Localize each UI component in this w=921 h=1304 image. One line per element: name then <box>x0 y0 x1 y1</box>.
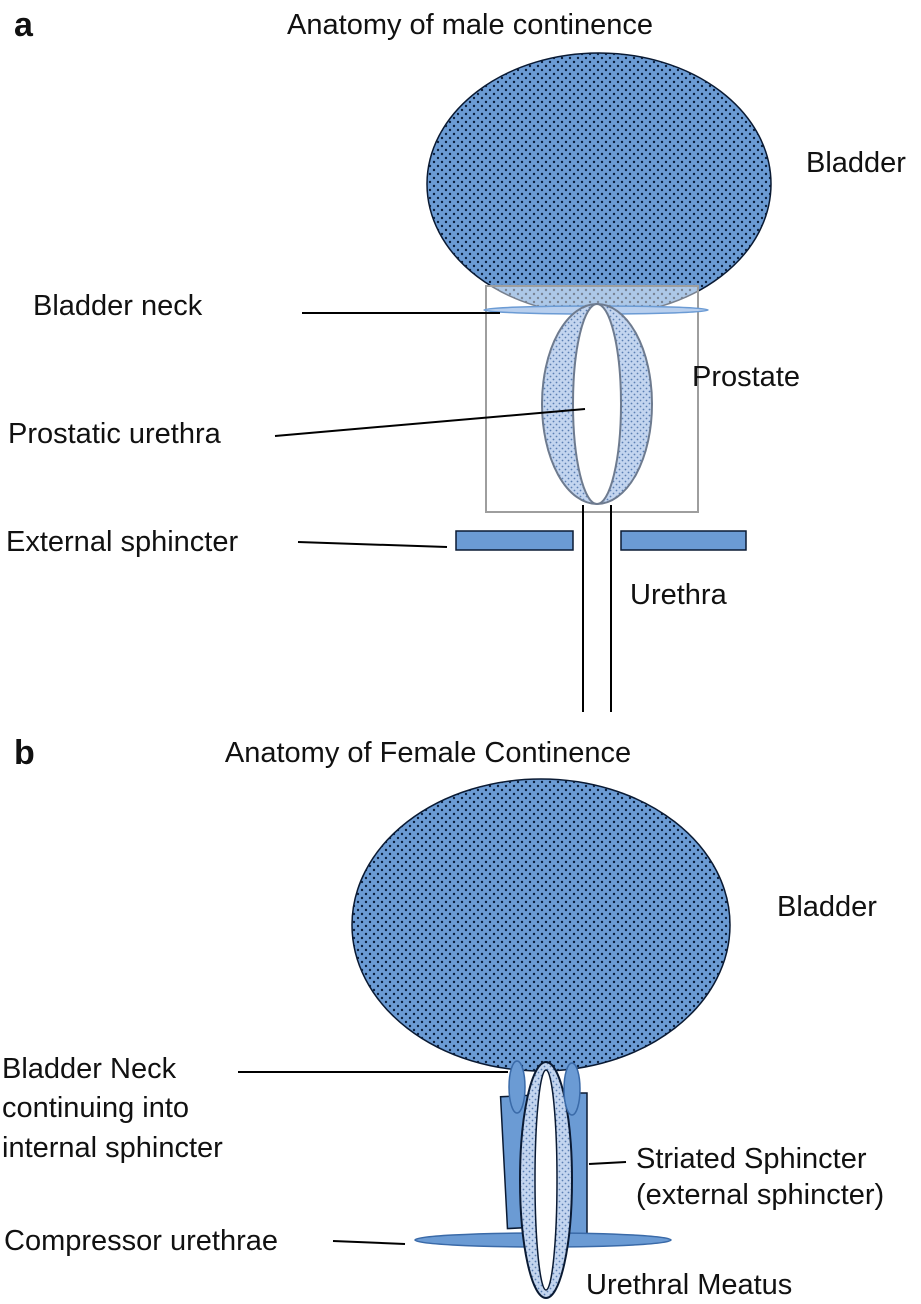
panel-b-title: Anatomy of Female Continence <box>225 737 631 769</box>
striated-sphincter-leader <box>588 1161 627 1165</box>
internal-sphincter-left <box>508 1060 526 1114</box>
prostatic-urethra-leader <box>274 408 586 437</box>
panel-a-letter: a <box>14 6 34 44</box>
internal-sphincter-right <box>563 1062 581 1116</box>
prostatic-urethra-label: Prostatic urethra <box>8 418 222 450</box>
prostatic-urethra-lumen <box>572 303 622 505</box>
bladder-neck-b-label-line3: internal sphincter <box>2 1132 223 1164</box>
striated-sphincter-label-line1: Striated Sphincter <box>636 1143 867 1175</box>
striated-sphincter-label-line2: (external sphincter) <box>636 1179 884 1211</box>
panel-b-letter: b <box>14 734 35 772</box>
panel-a-title: Anatomy of male continence <box>287 9 653 41</box>
prostate-label: Prostate <box>692 361 800 393</box>
male-bladder-label: Bladder <box>806 147 906 179</box>
panel-b: b Anatomy of Female Continence Bladder B… <box>2 734 884 1301</box>
male-bladder-neck-label: Bladder neck <box>33 290 203 322</box>
female-bladder <box>351 778 731 1072</box>
female-urethra-lumen <box>534 1069 558 1291</box>
external-sphincter-leader <box>297 541 448 548</box>
panel-a: a Anatomy of male continence Bladder Pro… <box>6 6 906 712</box>
female-bladder-label: Bladder <box>777 891 877 923</box>
external-sphincter-left <box>455 530 574 551</box>
urethral-meatus-label: Urethral Meatus <box>586 1269 792 1301</box>
compressor-urethrae-label: Compressor urethrae <box>4 1225 278 1257</box>
urethra-label: Urethra <box>630 579 728 611</box>
external-sphincter-right <box>620 530 747 551</box>
compressor-urethrae-leader <box>332 1240 406 1245</box>
bladder-neck-b-label-line2: continuing into <box>2 1092 189 1124</box>
male-bladder <box>426 52 772 316</box>
external-sphincter-label: External sphincter <box>6 526 238 558</box>
bladder-neck-b-label-line1: Bladder Neck <box>2 1053 177 1085</box>
